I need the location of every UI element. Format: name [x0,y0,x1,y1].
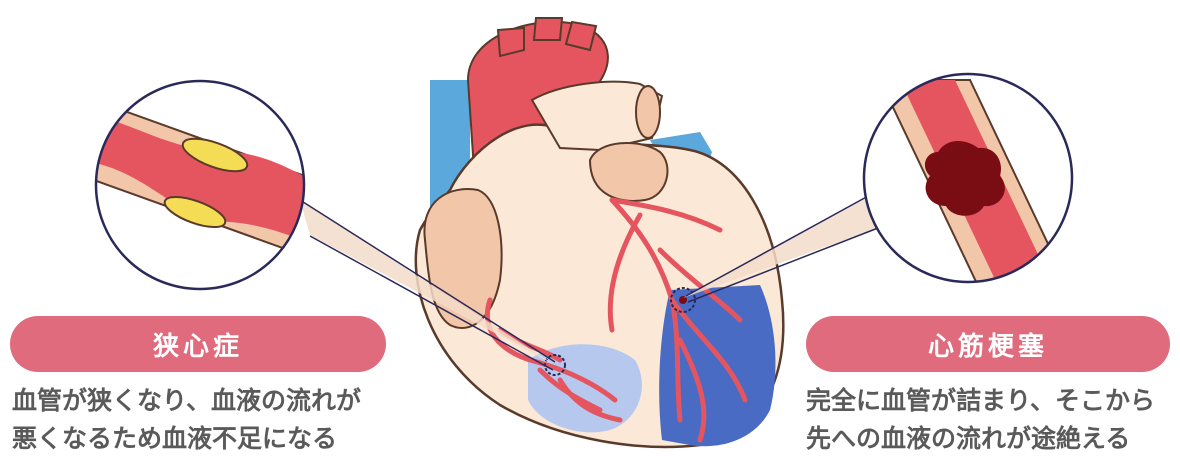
aorta-branch-1 [498,28,524,56]
angina-magnifier [80,81,330,289]
infarction-description-line-2: 先への血液の流れが途絶える [806,420,1155,458]
aorta-branch-3 [566,22,596,50]
angina-title: 狭心症 [153,326,243,363]
infarction-title: 心筋梗塞 [928,326,1048,363]
infarction-description-line-1: 完全に血管が詰まり、そこから [806,382,1155,420]
angina-description-line-1: 血管が狭くなり、血液の流れが [12,382,361,420]
angina-description: 血管が狭くなり、血液の流れが 悪くなるため血液不足になる [12,382,361,458]
infarction-title-pill: 心筋梗塞 [806,316,1170,372]
pulmonary-opening [636,86,660,138]
angina-title-pill: 狭心症 [10,316,386,372]
occlusion-dot [679,296,687,304]
aorta-branch-2 [534,18,562,40]
angina-description-line-2: 悪くなるため血液不足になる [12,420,361,458]
infarction-magnifier [864,74,1072,290]
infarction-description: 完全に血管が詰まり、そこから 先への血液の流れが途絶える [806,382,1155,458]
